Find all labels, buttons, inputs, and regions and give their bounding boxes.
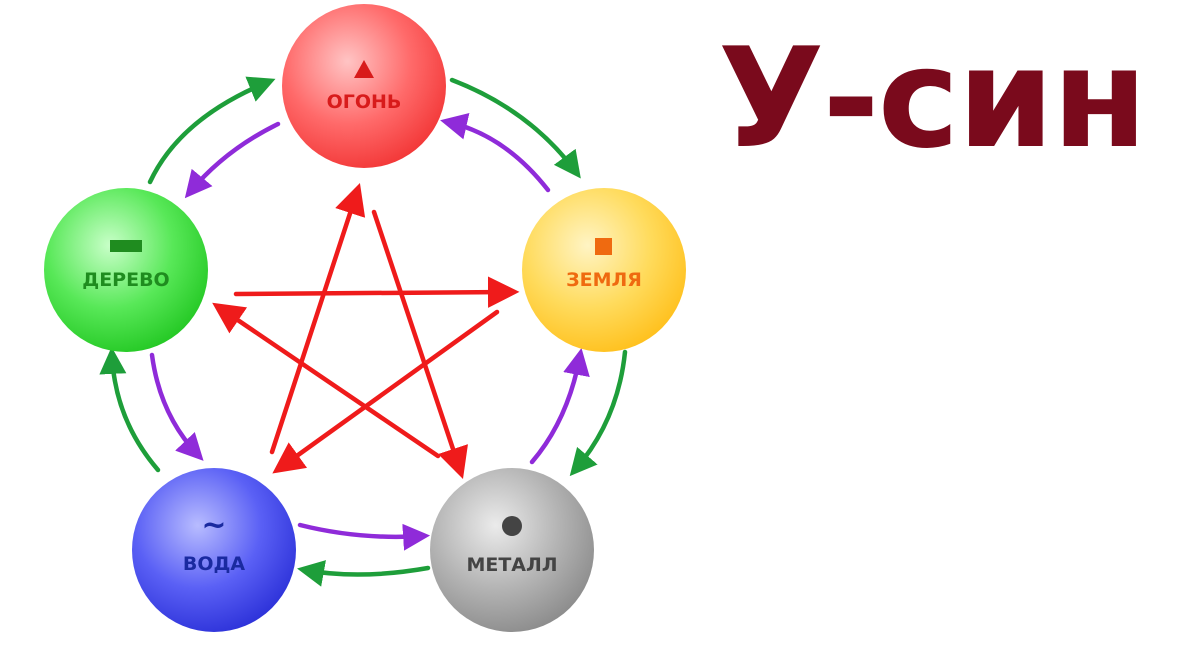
arrow-wood-to-water <box>149 352 204 461</box>
arrow-fire-to-wood <box>184 121 281 199</box>
arrow-fire-to-metal <box>371 209 468 479</box>
arrow-metal-to-wood <box>212 302 441 459</box>
fire-label: ОГОНЬ <box>327 91 402 113</box>
wood-label: ДЕРЕВО <box>82 269 169 291</box>
square-icon <box>595 238 612 255</box>
controlling-cycle <box>212 183 520 479</box>
arrow-earth-to-fire <box>440 113 551 193</box>
arrow-fire-to-earth <box>449 77 581 179</box>
earth-label: ЗЕМЛЯ <box>566 269 642 291</box>
element-metal: МЕТАЛЛ <box>430 468 594 632</box>
wave-icon: ~ <box>201 508 226 543</box>
circle-icon <box>502 516 522 536</box>
metal-label: МЕТАЛЛ <box>466 554 557 576</box>
reverse-cycle <box>149 113 590 551</box>
arrow-water-to-metal <box>297 522 431 551</box>
arrow-earth-to-water <box>272 309 500 474</box>
element-water: ~ ВОДА <box>132 468 296 632</box>
page-title: У-син <box>718 18 1148 179</box>
arrow-wood-to-earth <box>233 276 520 308</box>
arrow-metal-to-water <box>297 560 431 587</box>
arrow-water-to-fire <box>269 183 366 455</box>
element-wood: ДЕРЕВО <box>44 188 208 352</box>
arrow-water-to-wood <box>99 346 161 473</box>
element-earth: ЗЕМЛЯ <box>522 188 686 352</box>
arrow-wood-to-fire <box>147 76 276 185</box>
arrow-metal-to-earth <box>529 348 590 465</box>
triangle-icon <box>354 60 374 78</box>
generating-cycle <box>99 76 628 587</box>
bar-icon <box>110 240 142 252</box>
water-label: ВОДА <box>183 553 246 575</box>
arrow-earth-to-metal <box>569 349 628 477</box>
element-fire: ОГОНЬ <box>282 4 446 168</box>
